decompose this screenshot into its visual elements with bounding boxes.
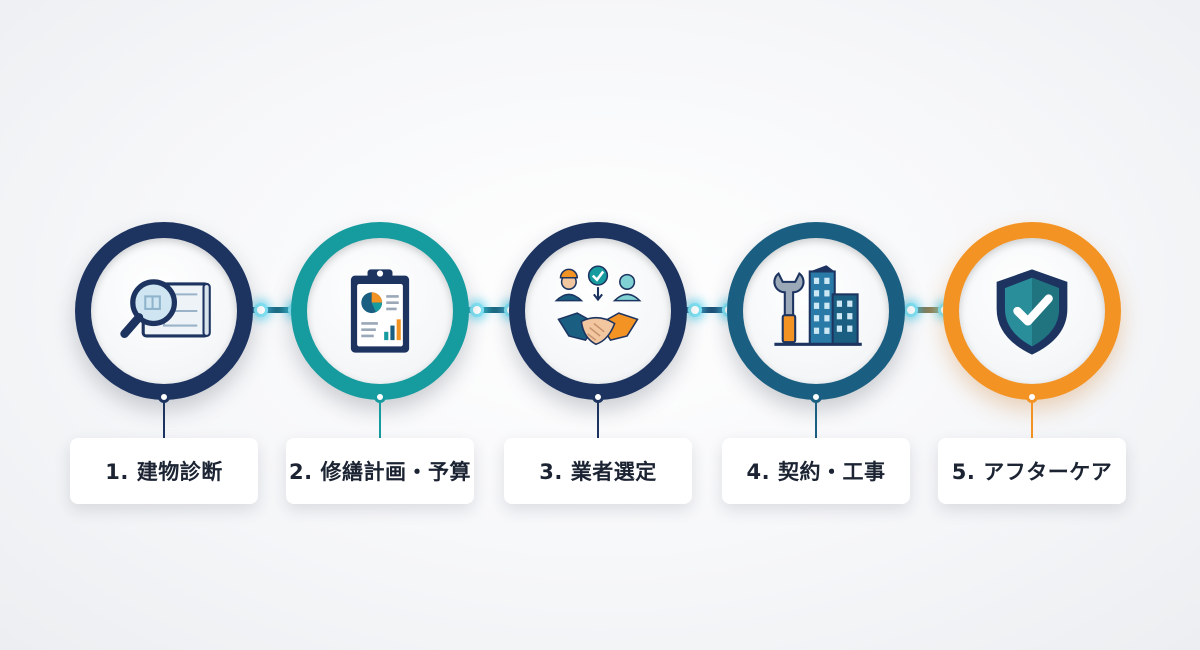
step-stem bbox=[163, 396, 165, 438]
step-stem bbox=[597, 396, 599, 438]
step-label-card: 3. 業者選定 bbox=[504, 438, 692, 504]
step-2: 2. 修繕計画・予算 bbox=[286, 222, 478, 512]
step-ring bbox=[291, 222, 469, 400]
step-label: 3. 業者選定 bbox=[539, 460, 657, 484]
connector-node bbox=[688, 303, 702, 317]
step-label-card: 2. 修繕計画・予算 bbox=[286, 438, 474, 504]
step-ring bbox=[727, 222, 905, 400]
step-4: 4. 契約・工事 bbox=[722, 222, 914, 512]
step-stem-dot bbox=[158, 391, 170, 403]
step-5: 5. アフターケア bbox=[938, 222, 1130, 512]
step-stem bbox=[1031, 396, 1033, 438]
step-label: 4. 契約・工事 bbox=[746, 460, 886, 484]
handshake-people-icon bbox=[554, 265, 642, 346]
connector-node bbox=[904, 303, 918, 317]
step-label: 1. 建物診断 bbox=[105, 460, 223, 484]
magnifier-blueprint-icon bbox=[120, 279, 211, 339]
step-1: 1. 建物診断 bbox=[70, 222, 262, 512]
connector-node bbox=[254, 303, 268, 317]
step-3: 3. 業者選定 bbox=[504, 222, 696, 512]
step-label: 2. 修繕計画・予算 bbox=[289, 460, 471, 484]
step-stem-dot bbox=[592, 391, 604, 403]
wrench-building-icon bbox=[773, 265, 862, 346]
step-label-card: 4. 契約・工事 bbox=[722, 438, 910, 504]
connector-node bbox=[470, 303, 484, 317]
step-ring bbox=[509, 222, 687, 400]
shield-check-icon bbox=[996, 269, 1068, 355]
step-ring bbox=[75, 222, 253, 400]
step-stem-dot bbox=[810, 391, 822, 403]
step-label-card: 1. 建物診断 bbox=[70, 438, 258, 504]
step-label-card: 5. アフターケア bbox=[938, 438, 1126, 504]
step-stem bbox=[815, 396, 817, 438]
step-stem-dot bbox=[1026, 391, 1038, 403]
step-stem-dot bbox=[374, 391, 386, 403]
step-label: 5. アフターケア bbox=[951, 460, 1113, 484]
step-stem bbox=[379, 396, 381, 438]
clipboard-chart-icon bbox=[350, 269, 410, 353]
step-ring bbox=[943, 222, 1121, 400]
